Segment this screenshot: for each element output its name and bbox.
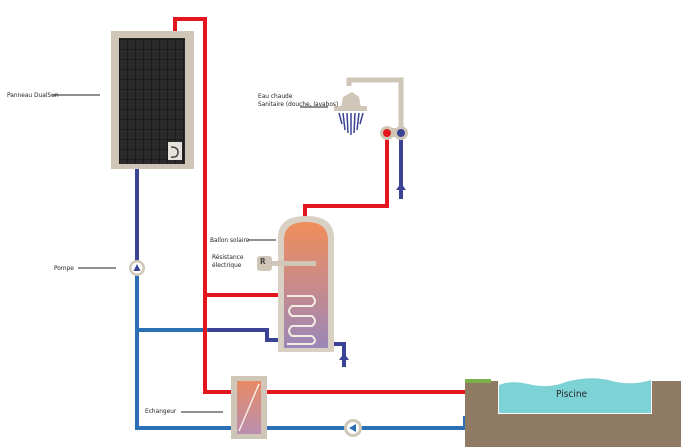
solar-panel-icon	[111, 31, 194, 169]
hot-pipes	[173, 17, 467, 394]
panel-label: Panneau DualSun	[7, 91, 59, 99]
pool-label: Piscine	[556, 389, 588, 400]
flow-arrow-icon	[344, 419, 362, 437]
hot-water-label-line2: Sanitaire (douche, lavabos)	[258, 100, 339, 108]
flow-arrow-icon	[339, 353, 349, 367]
hot-water-label: Eau chaude Sanitaire (douche, lavabos)	[258, 92, 338, 108]
pool-icon	[465, 378, 681, 447]
hot-valve-icon	[380, 126, 394, 140]
resistance-icon	[257, 256, 316, 271]
flow-arrow-icon	[396, 183, 406, 199]
leader-lines	[52, 94, 328, 413]
resistance-label-line2: électrique	[212, 261, 242, 269]
tank-label: Ballon solaire	[210, 236, 250, 244]
pump-label: Pompe	[54, 264, 74, 272]
resistance-mark: R	[260, 257, 266, 266]
cold-valve-icon	[394, 126, 408, 140]
exchanger-label: Echangeur	[145, 407, 177, 415]
resistance-label: Résistance électrique	[212, 253, 243, 269]
tank-icon	[278, 216, 334, 352]
hot-water-label-line1: Eau chaude	[258, 92, 293, 100]
resistance-label-line1: Résistance	[212, 253, 244, 261]
pump-icon	[129, 260, 145, 276]
heat-exchanger-icon	[231, 376, 267, 439]
